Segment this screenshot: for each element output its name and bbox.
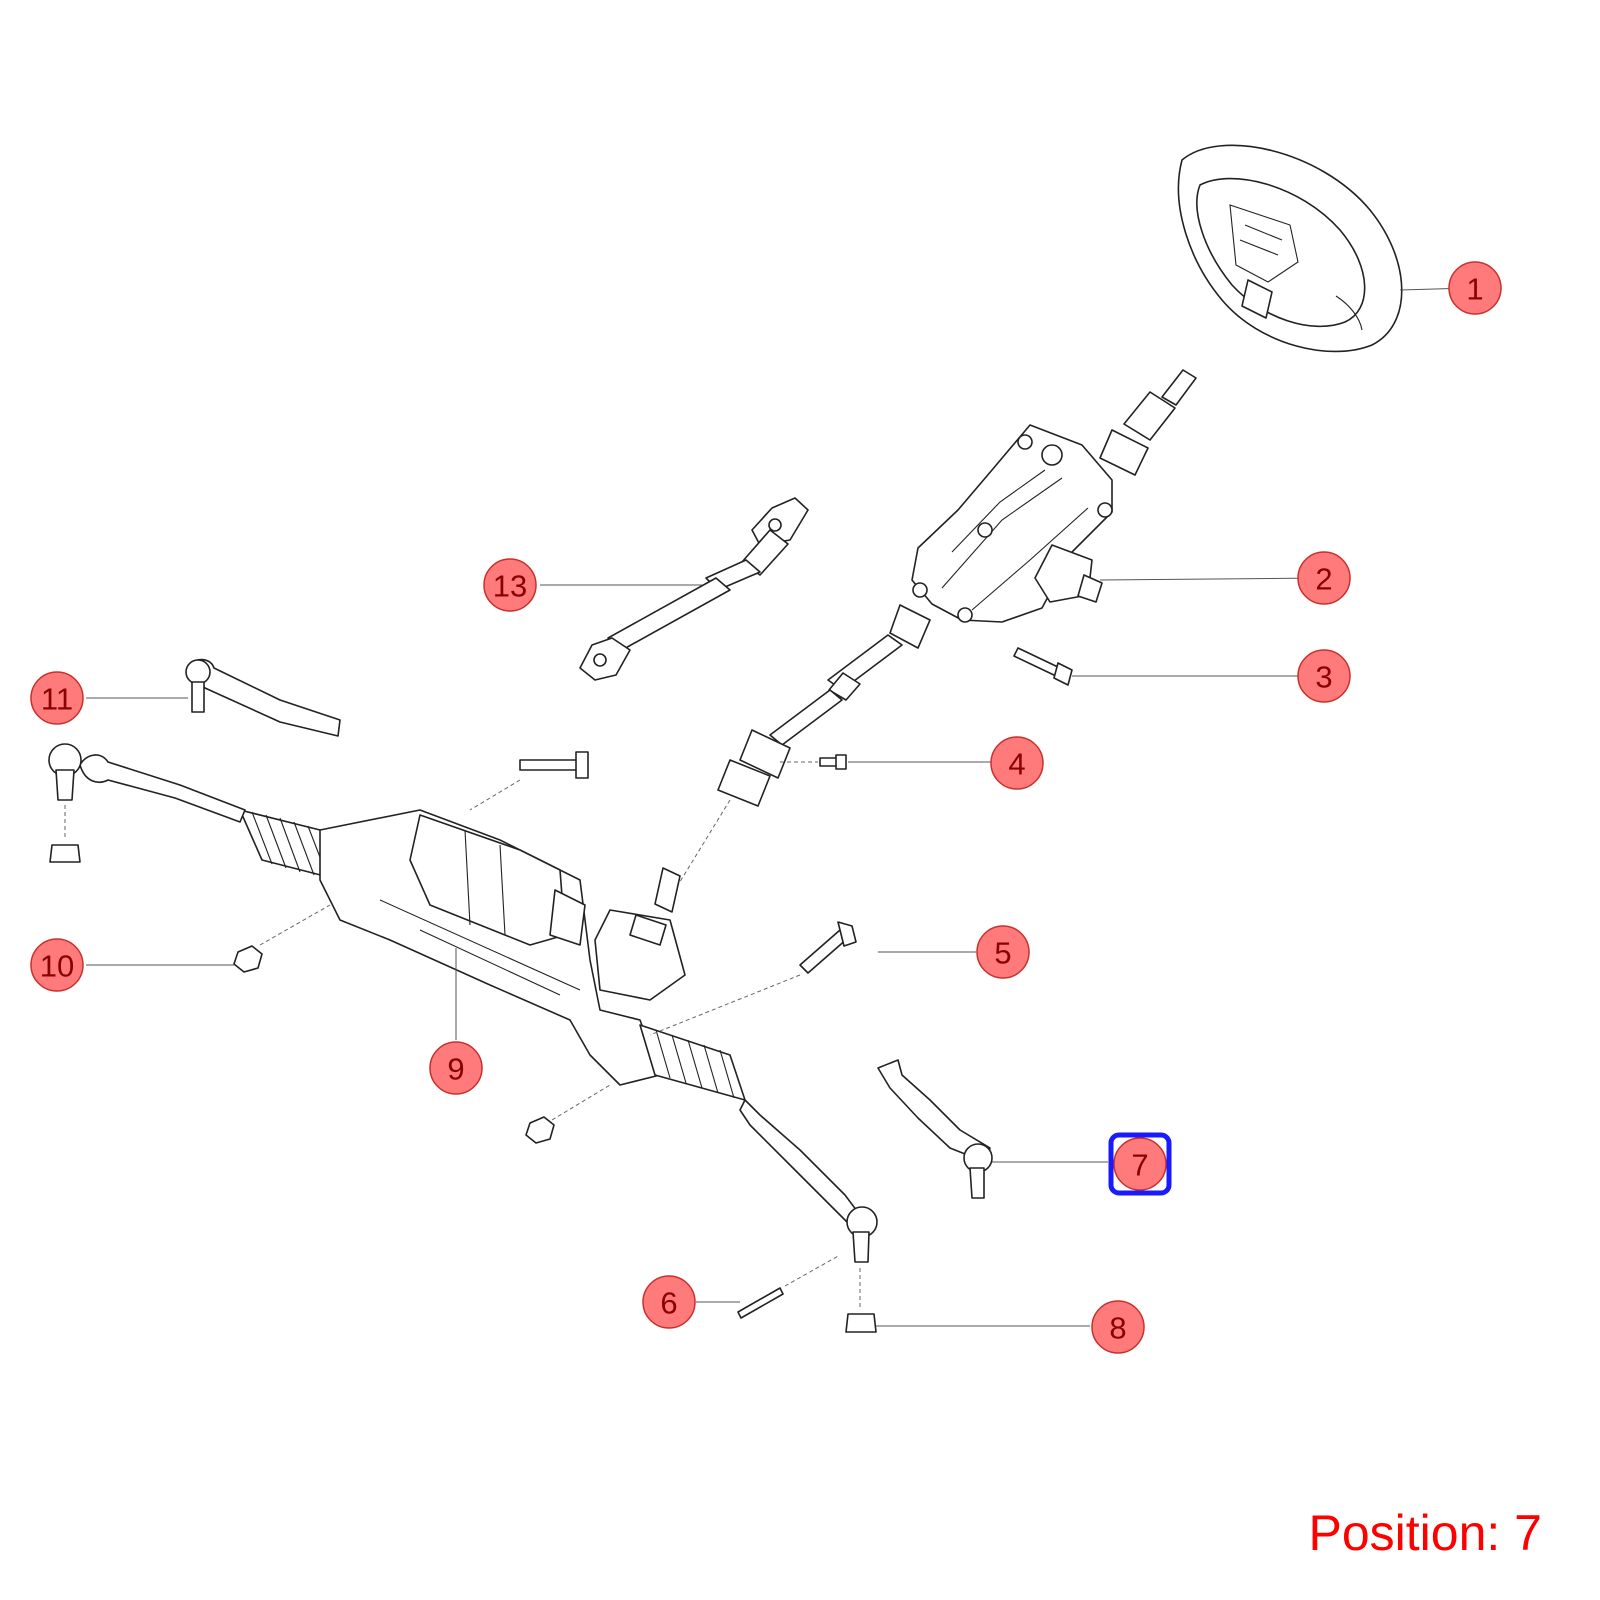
tie-rod-end-right[interactable] xyxy=(877,1059,993,1199)
callout-11-label: 11 xyxy=(41,682,73,717)
callout-5[interactable]: 5 xyxy=(976,925,1030,979)
cotter-pin[interactable] xyxy=(737,1254,841,1319)
rack-nut[interactable] xyxy=(233,904,331,973)
tie-rod-nut[interactable] xyxy=(845,1268,877,1333)
callout-11[interactable]: 11 xyxy=(30,671,84,725)
callout-3-label: 3 xyxy=(1315,660,1332,695)
tie-rod-end-left[interactable] xyxy=(185,658,341,737)
callout-7[interactable]: 7 xyxy=(1108,1132,1172,1196)
tie-rod-right[interactable] xyxy=(739,1099,878,1263)
callout-10[interactable]: 10 xyxy=(30,938,84,992)
tie-rod-left[interactable] xyxy=(48,743,246,863)
position-indicator: Position: 7 xyxy=(1308,1505,1542,1561)
selection-highlight xyxy=(1108,1132,1172,1196)
callout-13[interactable]: 13 xyxy=(483,558,537,612)
steering-gear[interactable] xyxy=(239,751,746,1101)
callout-5-label: 5 xyxy=(994,936,1011,971)
callout-9-label: 9 xyxy=(447,1052,464,1087)
callout-6[interactable]: 6 xyxy=(642,1275,696,1329)
intermediate-shaft[interactable] xyxy=(579,497,809,681)
leader-lines xyxy=(86,287,1471,1327)
callout-3[interactable]: 3 xyxy=(1297,649,1351,703)
steering-wheel[interactable] xyxy=(1177,144,1403,353)
steering-column[interactable] xyxy=(889,369,1197,649)
callout-6-label: 6 xyxy=(660,1286,677,1321)
callout-4[interactable]: 4 xyxy=(990,736,1044,790)
callout-8-label: 8 xyxy=(1109,1311,1126,1346)
rack-mounting-bolt[interactable] xyxy=(649,921,857,1036)
callout-2[interactable]: 2 xyxy=(1297,551,1351,605)
callout-1[interactable]: 1 xyxy=(1448,261,1502,315)
shaft-pinch-bolt[interactable] xyxy=(780,754,847,770)
column-bolt[interactable] xyxy=(1013,647,1073,686)
rack-nut-lower[interactable] xyxy=(525,1084,611,1144)
callout-9[interactable]: 9 xyxy=(429,1041,483,1095)
callout-1-label: 1 xyxy=(1466,272,1483,307)
lower-column-shaft[interactable] xyxy=(677,634,903,886)
callout-10-label: 10 xyxy=(40,949,74,984)
callout-4-label: 4 xyxy=(1008,747,1025,782)
callout-2-label: 2 xyxy=(1315,562,1332,597)
callout-7-label: 7 xyxy=(1131,1148,1148,1183)
callout-13-label: 13 xyxy=(493,569,527,604)
callout-8[interactable]: 8 xyxy=(1091,1300,1145,1354)
